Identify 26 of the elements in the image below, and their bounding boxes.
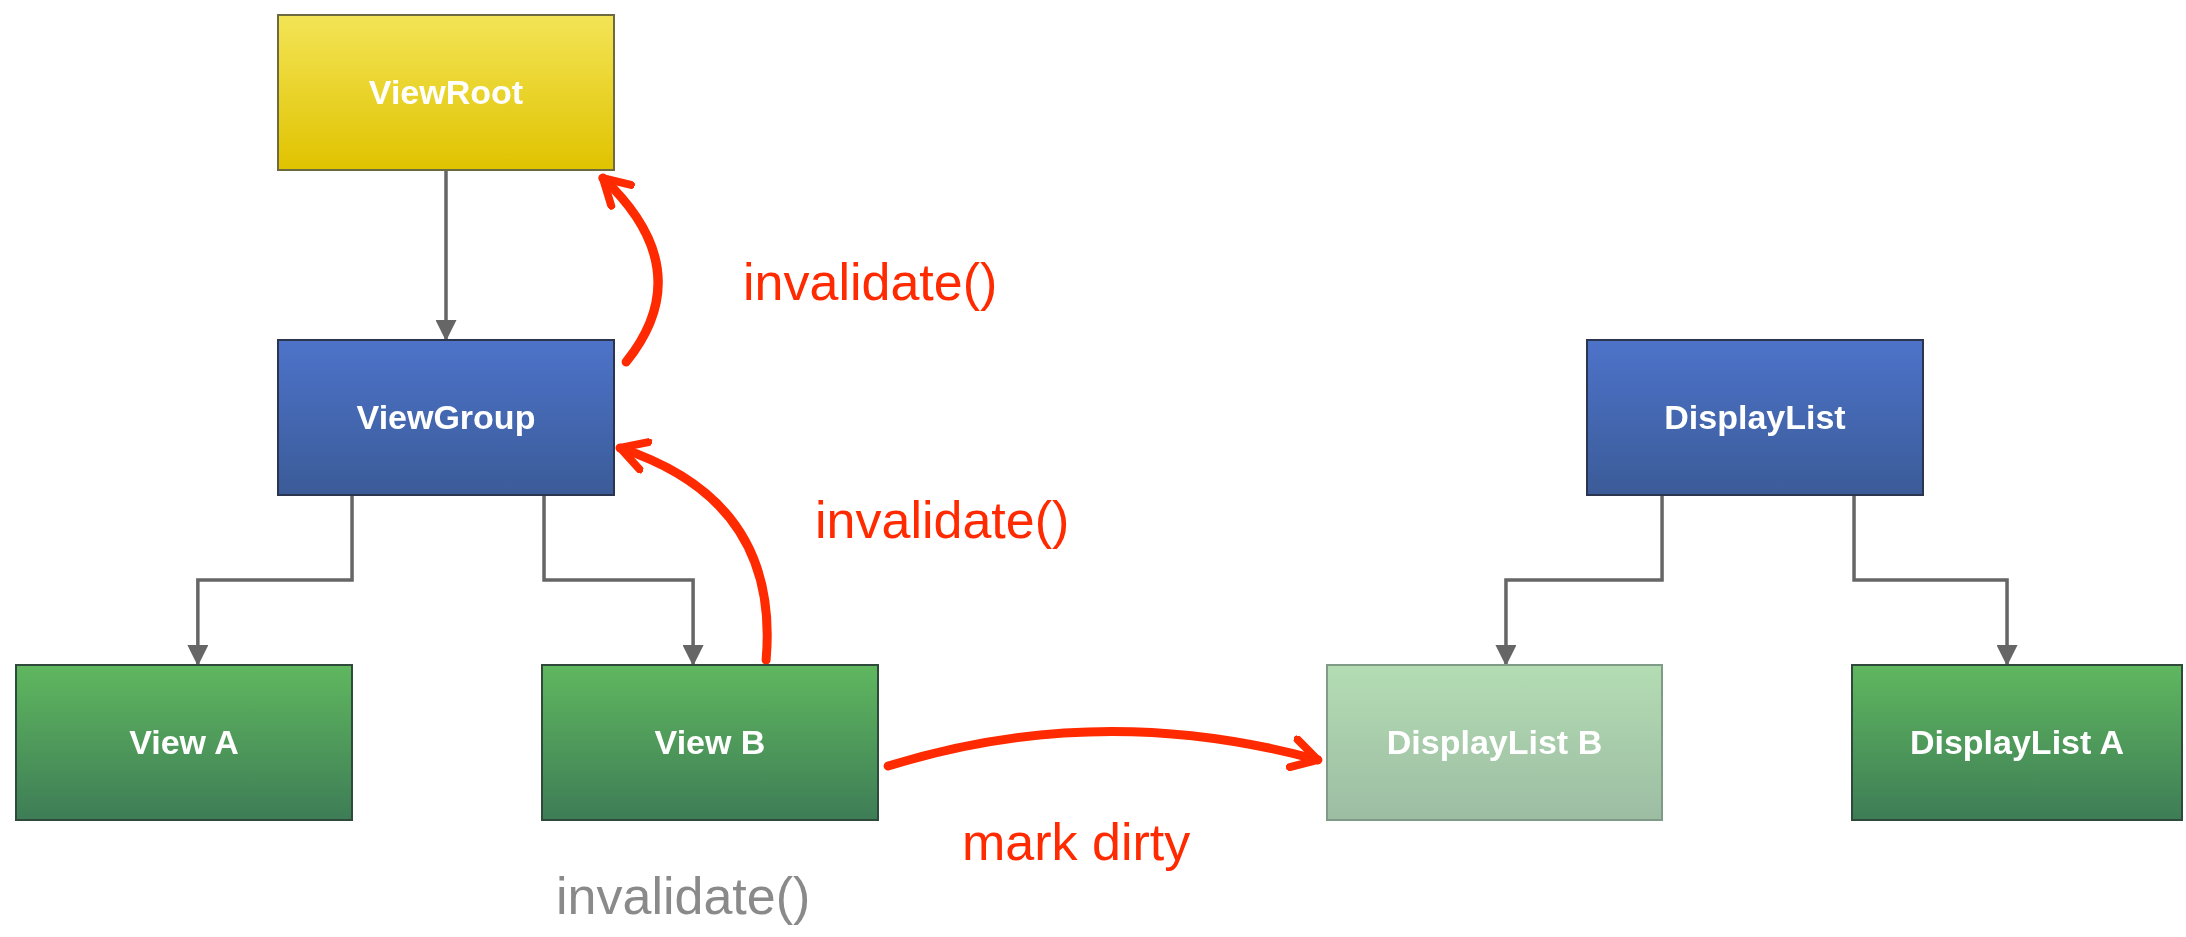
annotation-text: invalidate(): [556, 866, 811, 926]
connector-arrow: [187, 494, 354, 667]
process-box: [277, 339, 615, 496]
box-label: DisplayList: [1664, 398, 1846, 437]
edge-label: invalidate(): [743, 252, 998, 312]
box-label: ViewGroup: [356, 398, 536, 437]
edge-label: invalidate(): [815, 490, 1070, 550]
process-box: [15, 664, 353, 821]
box-label: View A: [129, 723, 239, 762]
process-box: [1851, 664, 2183, 821]
box-label: DisplayList B: [1386, 723, 1603, 762]
brush-arrow: [598, 173, 663, 367]
process-box: [541, 664, 879, 821]
edge-label: mark dirty: [962, 812, 1191, 872]
process-box: [277, 14, 615, 171]
box-label: ViewRoot: [368, 73, 524, 112]
process-box: [1586, 339, 1924, 496]
box-label: DisplayList A: [1909, 723, 2125, 762]
brush-arrow: [883, 727, 1323, 772]
connector-arrow: [1852, 494, 2018, 667]
box-label: View B: [654, 723, 766, 762]
brush-arrow: [615, 439, 772, 665]
connector-arrow: [1495, 494, 1664, 667]
process-box: [1326, 664, 1663, 821]
connector-arrow: [435, 169, 457, 342]
connector-arrow: [542, 494, 704, 667]
